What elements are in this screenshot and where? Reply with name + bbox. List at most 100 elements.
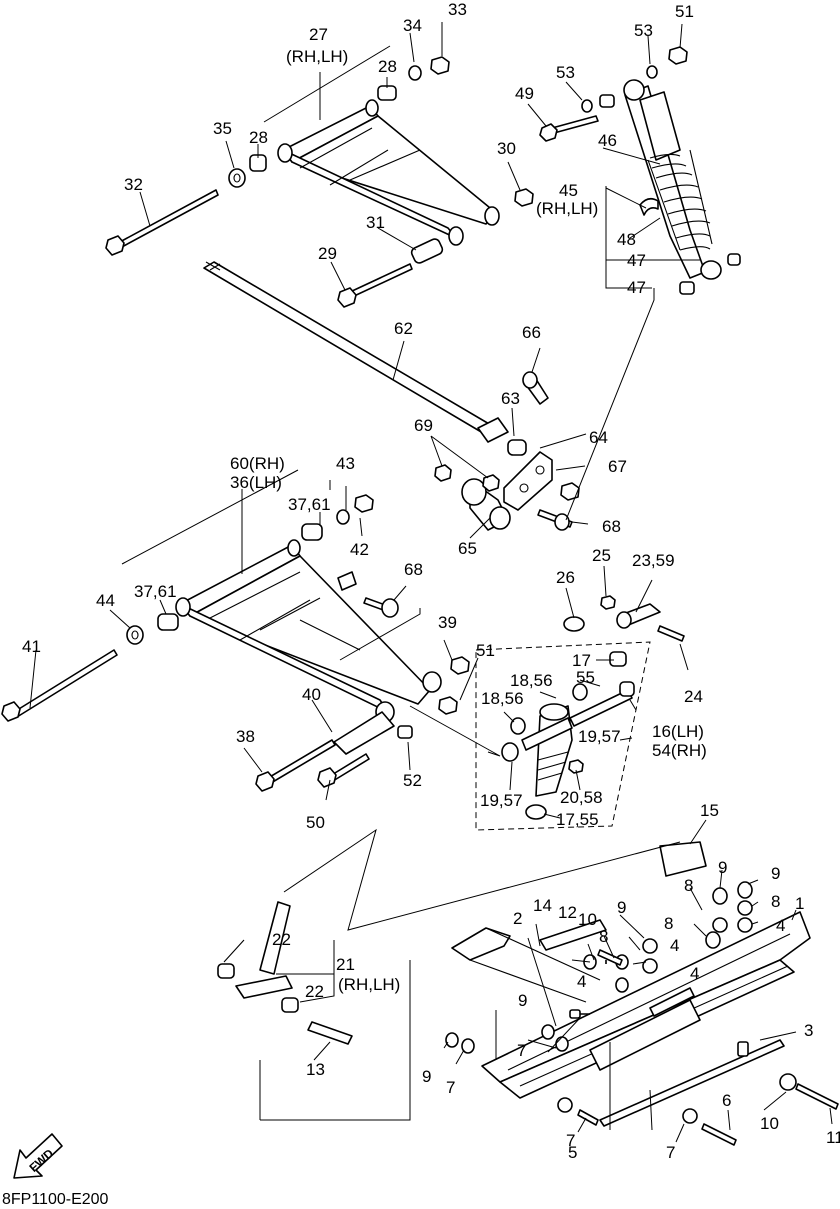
callout-17-a: 17 [572,651,591,670]
callout-2: 2 [513,909,522,928]
callout-64: 64 [589,428,608,447]
part-callouts: 27 (RH,LH) 34 33 28 28 35 30 32 31 29 51… [22,0,840,1162]
callout-7-c: 7 [566,1131,575,1150]
callout-68-a: 68 [602,517,621,536]
callout-26: 26 [556,568,575,587]
upper-arm-assembly [105,56,534,308]
callout-1: 1 [795,894,804,913]
callout-65: 65 [458,539,477,558]
callout-19-57-b: 19,57 [480,791,523,810]
callout-62: 62 [394,319,413,338]
callout-9-d: 9 [518,991,527,1010]
callout-10-a: 10 [578,910,597,929]
callout-37-61-b: 37,61 [134,582,177,601]
callout-11: 11 [826,1128,840,1147]
callout-52: 52 [403,771,422,790]
callout-17-55: 17,55 [556,810,599,829]
callout-9-c: 9 [617,898,626,917]
callout-9-b: 9 [771,864,780,883]
callout-47-a: 47 [627,251,646,270]
callout-28-b: 28 [249,128,268,147]
callout-30: 30 [497,139,516,158]
callout-31: 31 [366,213,385,232]
callout-28-a: 28 [378,57,397,76]
callout-23-59: 23,59 [632,551,675,570]
callout-22-a: 22 [272,930,291,949]
callout-8-a: 8 [684,876,693,895]
connector-lines [121,45,700,1131]
callout-66: 66 [522,323,541,342]
spindle-assembly [475,595,685,831]
callout-6: 6 [722,1091,731,1110]
callout-24: 24 [684,687,703,706]
callout-32: 32 [124,175,143,194]
callout-16: 16(LH) [652,722,704,741]
ski-assembly [445,841,839,1146]
steering-arm-assembly [217,901,353,1045]
callout-53-a: 53 [634,21,653,40]
callout-40: 40 [302,685,321,704]
callout-20-58: 20,58 [560,788,603,807]
callout-34: 34 [403,16,422,35]
callout-21: 21 [336,955,355,974]
callout-3: 3 [804,1021,813,1040]
callout-49: 49 [515,84,534,103]
callout-36: 36(LH) [230,473,282,492]
callout-47-b: 47 [627,278,646,297]
callout-4-c: 4 [690,964,699,983]
callout-68-b: 68 [404,560,423,579]
callout-8-c: 8 [664,914,673,933]
callout-48: 48 [617,230,636,249]
callout-22-b: 22 [305,982,324,1001]
callout-8-b: 8 [771,892,780,911]
callout-27-sub: (RH,LH) [286,47,348,66]
callout-18-56-a: 18,56 [510,671,553,690]
leader-lines [29,22,833,1143]
callout-42: 42 [350,540,369,559]
callout-5: 5 [568,1143,577,1162]
callout-60: 60(RH) [230,454,285,473]
callout-45-sub: (RH,LH) [536,199,598,218]
callout-37-61-a: 37,61 [288,495,331,514]
callout-9-a: 9 [718,858,727,877]
callout-33: 33 [448,0,467,19]
callout-4-a: 4 [776,916,785,935]
callout-8-d: 8 [599,927,608,946]
callout-54: 54(RH) [652,741,707,760]
callout-39: 39 [438,613,457,632]
callout-10-b: 10 [760,1114,779,1133]
callout-69: 69 [414,416,433,435]
callout-43: 43 [336,454,355,473]
callout-21-sub: (RH,LH) [338,975,400,994]
forward-arrow-icon: FWD [13,1133,63,1179]
callout-12: 12 [558,903,577,922]
callout-4-d: 4 [577,972,586,991]
callout-7-d: 7 [666,1143,675,1162]
shock-absorber-assembly [539,46,741,295]
callout-7-a: 7 [517,1041,526,1060]
callout-14: 14 [533,896,552,915]
lower-arm-assembly [1,494,470,792]
callout-51-a: 51 [675,2,694,21]
callout-46: 46 [598,131,617,150]
callout-13: 13 [306,1060,325,1079]
callout-38: 38 [236,727,255,746]
callout-53-b: 53 [556,63,575,82]
callout-18-56-b: 18,56 [481,689,524,708]
callout-67: 67 [608,457,627,476]
callout-63: 63 [501,389,520,408]
callout-25: 25 [592,546,611,565]
callout-35: 35 [213,119,232,138]
callout-50: 50 [306,813,325,832]
callout-19-57-a: 19,57 [578,727,621,746]
callout-29: 29 [318,244,337,263]
callout-55: 55 [576,668,595,687]
callout-9-e: 9 [422,1067,431,1086]
callout-45: 45 [559,181,578,200]
callout-44: 44 [96,591,115,610]
callout-41: 41 [22,637,41,656]
callout-7-b: 7 [446,1078,455,1097]
callout-27: 27 [309,25,328,44]
diagram-code: 8FP1100-E200 [2,1191,109,1208]
